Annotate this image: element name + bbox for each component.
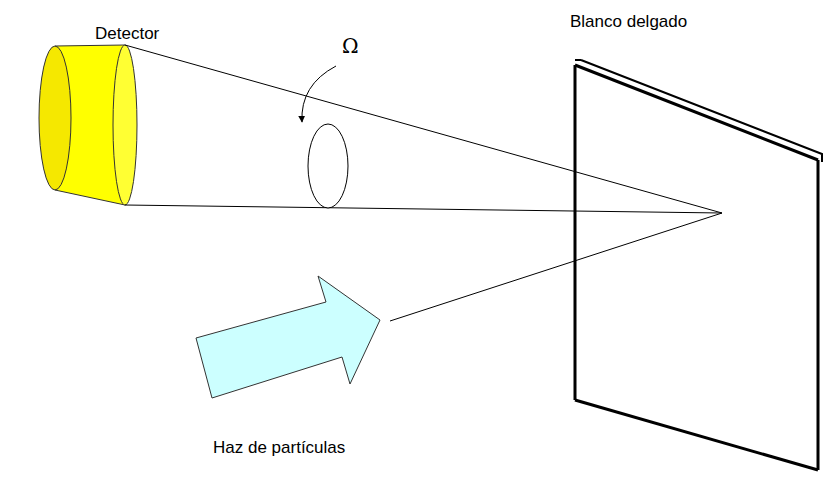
part-name: Blanco delgado xyxy=(570,12,687,32)
part-name: Haz de partículas xyxy=(213,438,345,458)
symbol-label: Ω xyxy=(342,34,359,58)
beam-arrow xyxy=(196,276,380,398)
part-name: Detector xyxy=(95,24,159,44)
thin-target xyxy=(575,60,822,470)
beam-line xyxy=(390,213,722,321)
detector-cylinder xyxy=(39,45,137,205)
solid-angle-cone xyxy=(125,45,722,213)
